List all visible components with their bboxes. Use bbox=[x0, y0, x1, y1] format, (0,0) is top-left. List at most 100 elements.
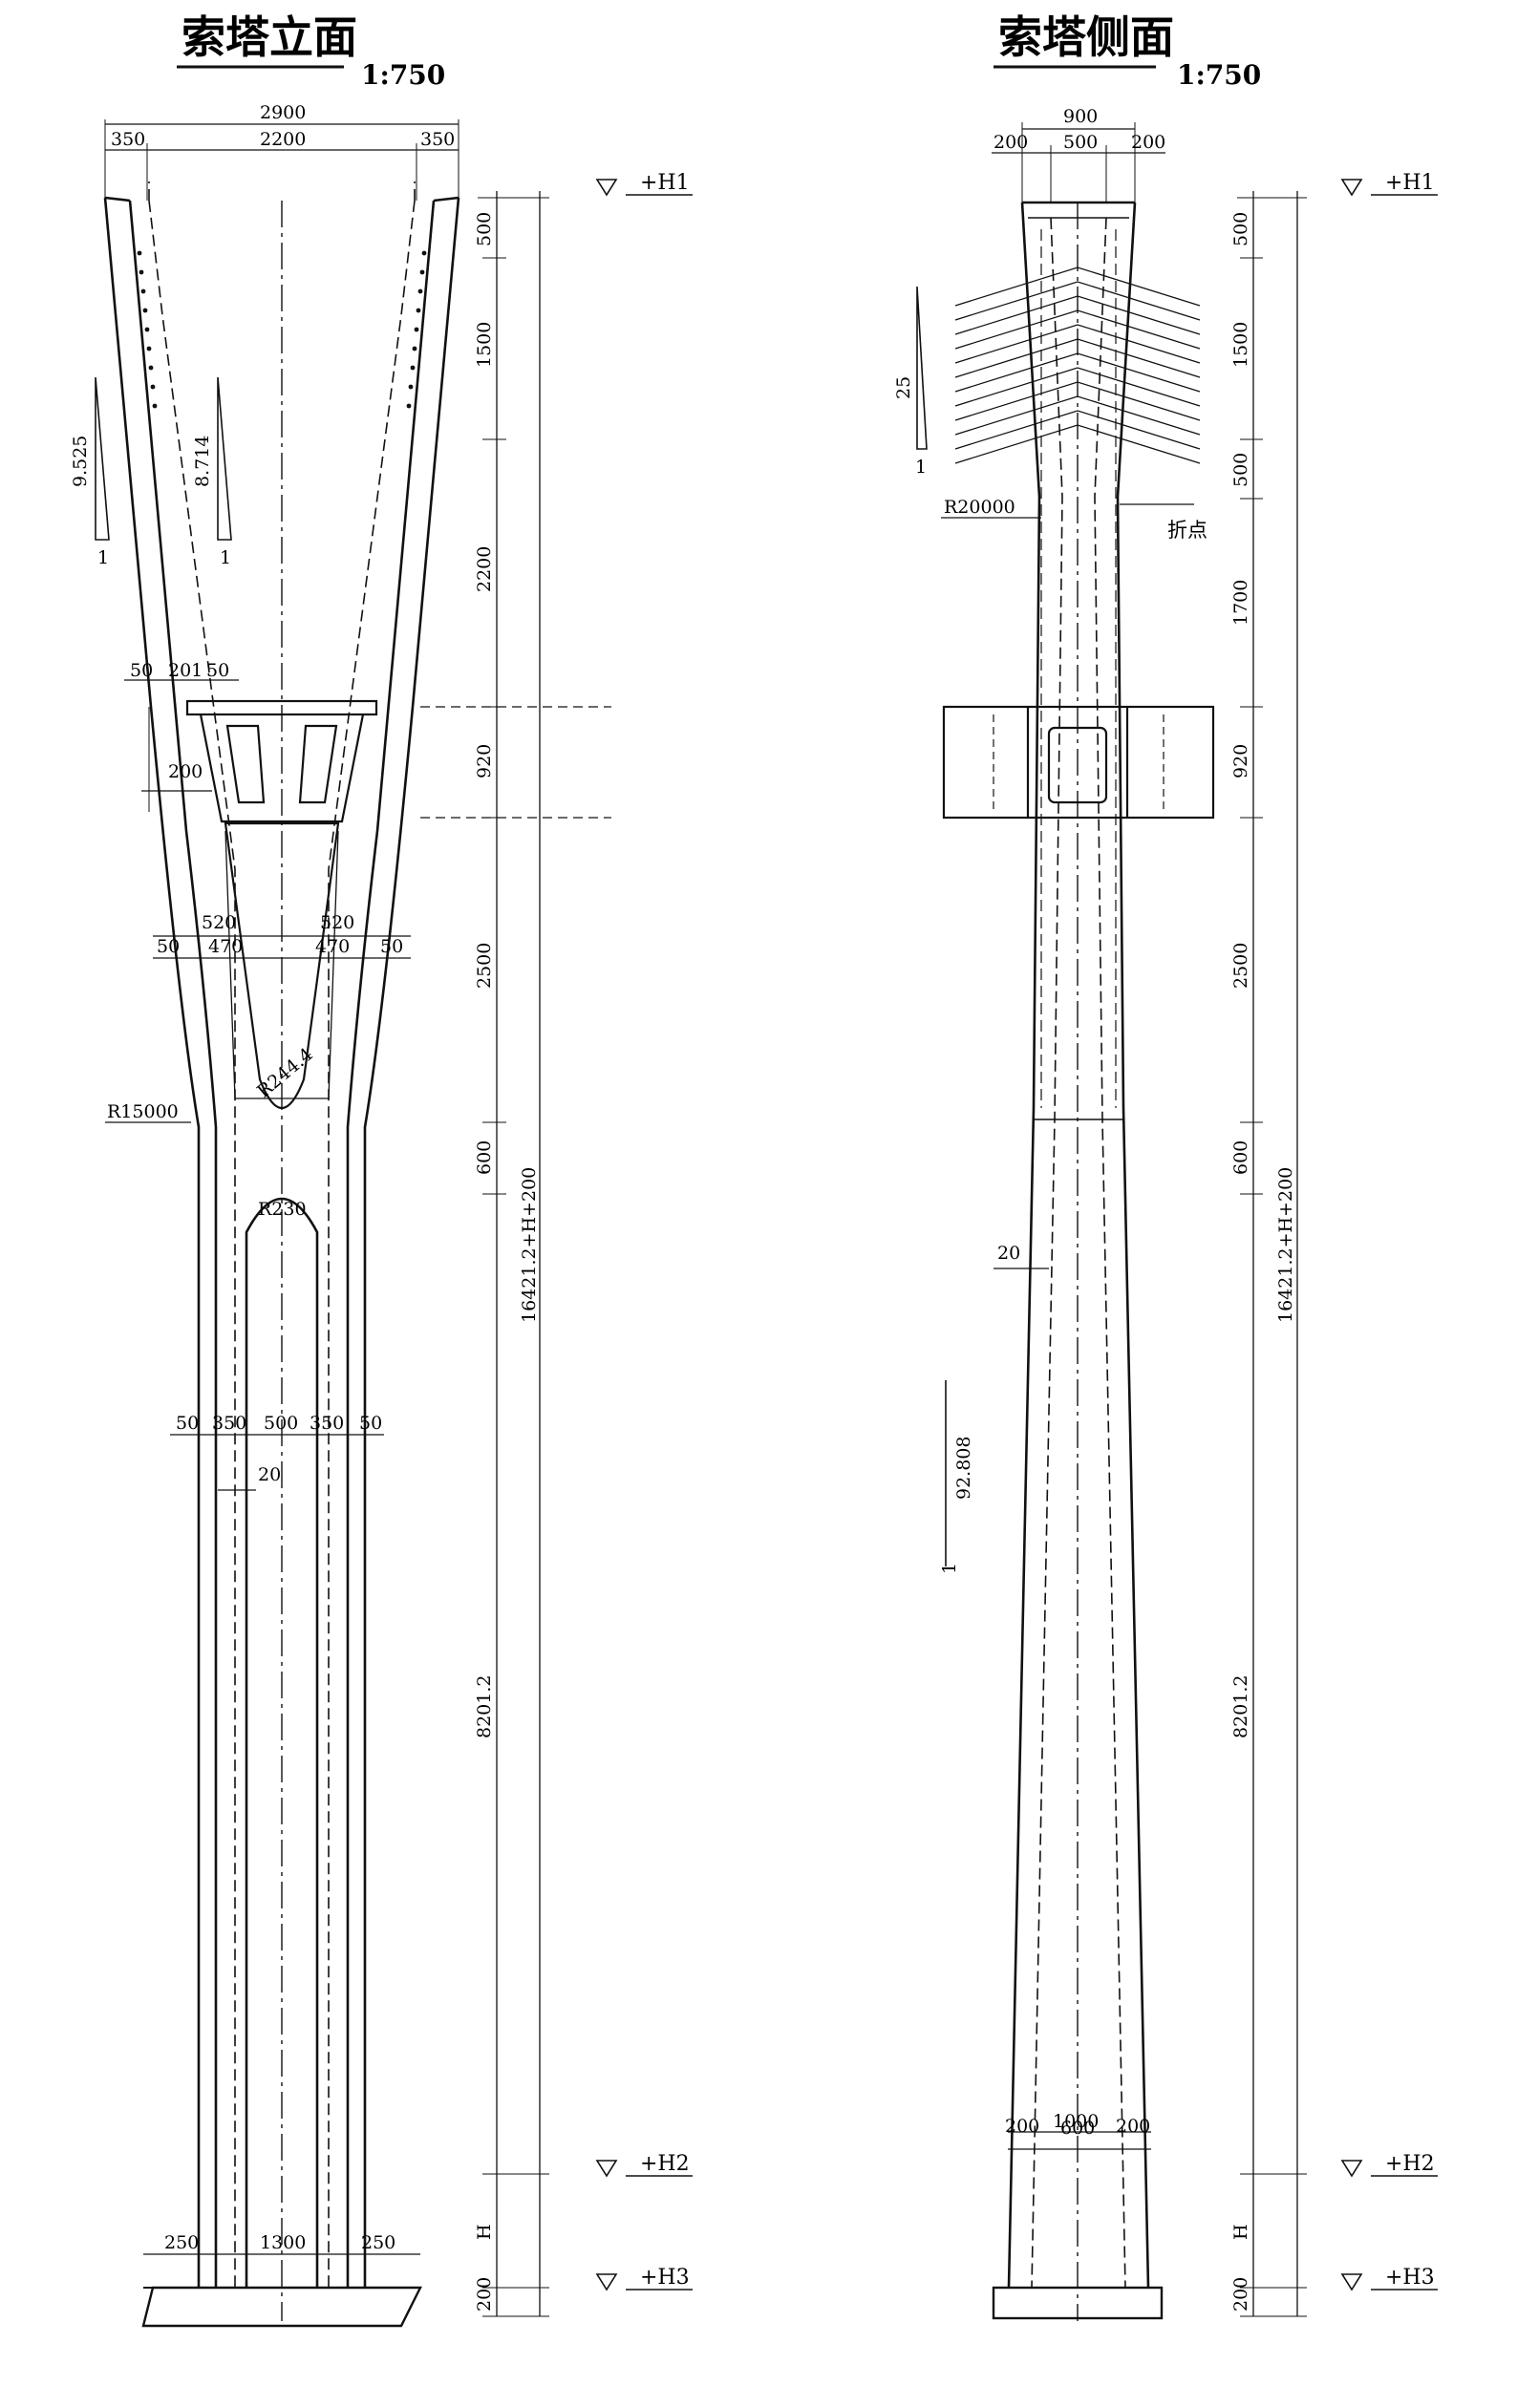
svg-text:920: 920 bbox=[1230, 744, 1251, 778]
svg-text:470: 470 bbox=[208, 936, 243, 957]
svg-text:25: 25 bbox=[893, 376, 914, 399]
svg-text:8201.2: 8201.2 bbox=[1230, 1675, 1251, 1738]
svg-text:50: 50 bbox=[130, 660, 153, 681]
svg-text:200: 200 bbox=[1005, 2116, 1039, 2137]
svg-text:500: 500 bbox=[264, 1413, 298, 1434]
svg-text:520: 520 bbox=[320, 912, 354, 933]
svg-text:2500: 2500 bbox=[1230, 943, 1251, 989]
svg-text:16421.2+H+200: 16421.2+H+200 bbox=[1275, 1167, 1296, 1323]
svg-text:350: 350 bbox=[310, 1413, 344, 1434]
svg-text:50: 50 bbox=[176, 1413, 199, 1434]
svg-text:+H1: +H1 bbox=[1385, 171, 1435, 195]
side-radius: R20000 bbox=[944, 497, 1015, 518]
svg-text:920: 920 bbox=[474, 744, 495, 778]
front-slope-left: 9.525 1 bbox=[70, 376, 110, 568]
front-outer-outline bbox=[103, 196, 460, 2288]
front-slope-mid: 8.714 1 bbox=[192, 376, 232, 568]
front-mid-width-dims: 520 470 50 520 470 50 bbox=[153, 912, 411, 959]
front-title: 索塔立面 bbox=[182, 11, 357, 63]
side-view: 索塔侧面 1:750 900 200 500 200 bbox=[893, 11, 1438, 2321]
svg-text:50: 50 bbox=[157, 936, 180, 957]
svg-text:520: 520 bbox=[202, 912, 236, 933]
side-cable-fan bbox=[954, 266, 1201, 464]
side-level-h3: +H3 bbox=[1340, 2266, 1438, 2291]
side-slope-low: 92.808 1 bbox=[939, 1380, 974, 1574]
front-top-dimensions: 2900 350 2200 350 bbox=[104, 102, 459, 201]
svg-text:600: 600 bbox=[474, 1140, 495, 1175]
svg-text:+H2: +H2 bbox=[640, 2152, 690, 2176]
svg-text:200: 200 bbox=[1230, 2277, 1251, 2312]
svg-text:+H2: +H2 bbox=[1385, 2152, 1435, 2176]
svg-text:9.525: 9.525 bbox=[70, 436, 91, 487]
svg-text:+H3: +H3 bbox=[1385, 2266, 1435, 2290]
svg-text:+H1: +H1 bbox=[640, 171, 690, 195]
svg-text:1700: 1700 bbox=[1230, 580, 1251, 626]
svg-text:500: 500 bbox=[474, 212, 495, 246]
side-level-h1: +H1 bbox=[1340, 171, 1438, 197]
side-top-dimensions: 900 200 500 200 bbox=[992, 106, 1165, 202]
side-base bbox=[992, 2286, 1164, 2320]
front-scale: 1:750 bbox=[361, 59, 445, 91]
side-cross-beam bbox=[942, 705, 1215, 820]
svg-text:92.808: 92.808 bbox=[953, 1437, 974, 1500]
svg-text:350: 350 bbox=[212, 1413, 246, 1434]
front-base: 250 1300 250 bbox=[141, 2232, 422, 2328]
svg-text:8201.2: 8201.2 bbox=[474, 1675, 495, 1738]
svg-text:1500: 1500 bbox=[474, 322, 495, 368]
svg-text:1: 1 bbox=[915, 457, 927, 478]
front-level-h2: +H2 bbox=[595, 2152, 693, 2178]
side-hollow-dashed bbox=[1031, 217, 1126, 2289]
front-radius-arch: R230 bbox=[258, 1199, 307, 1220]
front-dim-350-left: 350 bbox=[111, 129, 145, 150]
svg-text:H: H bbox=[1230, 2224, 1251, 2240]
svg-text:200: 200 bbox=[994, 132, 1028, 153]
svg-text:1500: 1500 bbox=[1230, 322, 1251, 368]
svg-text:8.714: 8.714 bbox=[192, 436, 213, 487]
front-level-lines bbox=[420, 706, 611, 819]
svg-text:500: 500 bbox=[1230, 212, 1251, 246]
svg-text:H: H bbox=[474, 2224, 495, 2240]
svg-text:2200: 2200 bbox=[474, 546, 495, 592]
front-dim-2200: 2200 bbox=[260, 129, 306, 150]
svg-text:200: 200 bbox=[1131, 132, 1165, 153]
front-vertical-dims: 500 1500 2200 920 2500 600 8201.2 H 200 … bbox=[474, 191, 549, 2317]
svg-text:1300: 1300 bbox=[260, 2232, 306, 2253]
side-base-dims: 1000 200 600 200 bbox=[1005, 2111, 1151, 2150]
svg-text:+H3: +H3 bbox=[640, 2266, 690, 2290]
front-beam-lower-outline bbox=[224, 830, 339, 1099]
side-wall-dim: 20 bbox=[997, 1243, 1020, 1264]
svg-text:1: 1 bbox=[97, 547, 109, 568]
svg-text:470: 470 bbox=[315, 936, 350, 957]
svg-text:600: 600 bbox=[1230, 1140, 1251, 1175]
front-view: 索塔立面 1:750 2900 350 2200 350 bbox=[70, 11, 693, 2328]
side-outer-outline bbox=[1007, 201, 1150, 2289]
svg-text:201: 201 bbox=[168, 660, 203, 681]
front-radius-large: R15000 bbox=[107, 1101, 179, 1122]
side-slope-top: 25 1 bbox=[893, 286, 928, 478]
svg-text:50: 50 bbox=[380, 936, 403, 957]
svg-text:50: 50 bbox=[359, 1413, 382, 1434]
svg-text:1: 1 bbox=[220, 547, 231, 568]
side-break-point: 折点 bbox=[1167, 519, 1207, 542]
front-lower-width-dims: 50 350 500 350 50 20 bbox=[170, 1413, 384, 1491]
front-arch-opening bbox=[245, 1197, 319, 2288]
front-anchor-dots bbox=[137, 250, 427, 409]
side-scale: 1:750 bbox=[1177, 59, 1261, 91]
side-level-h2: +H2 bbox=[1340, 2152, 1438, 2178]
svg-text:20: 20 bbox=[258, 1464, 281, 1485]
svg-text:50: 50 bbox=[206, 660, 229, 681]
svg-text:200: 200 bbox=[168, 761, 203, 782]
front-radius-inner: R244.4 bbox=[253, 1044, 317, 1102]
svg-text:1: 1 bbox=[939, 1563, 960, 1574]
front-cross-beam bbox=[185, 699, 378, 1109]
front-hollow-dashed bbox=[148, 181, 416, 2288]
svg-text:16421.2+H+200: 16421.2+H+200 bbox=[519, 1167, 540, 1323]
svg-text:250: 250 bbox=[164, 2232, 199, 2253]
svg-text:200: 200 bbox=[1116, 2116, 1150, 2137]
svg-text:500: 500 bbox=[1063, 132, 1098, 153]
svg-text:2500: 2500 bbox=[474, 943, 495, 989]
side-title: 索塔侧面 bbox=[998, 11, 1174, 63]
front-level-h1: +H1 bbox=[595, 171, 693, 197]
front-dim-total: 2900 bbox=[260, 102, 306, 123]
